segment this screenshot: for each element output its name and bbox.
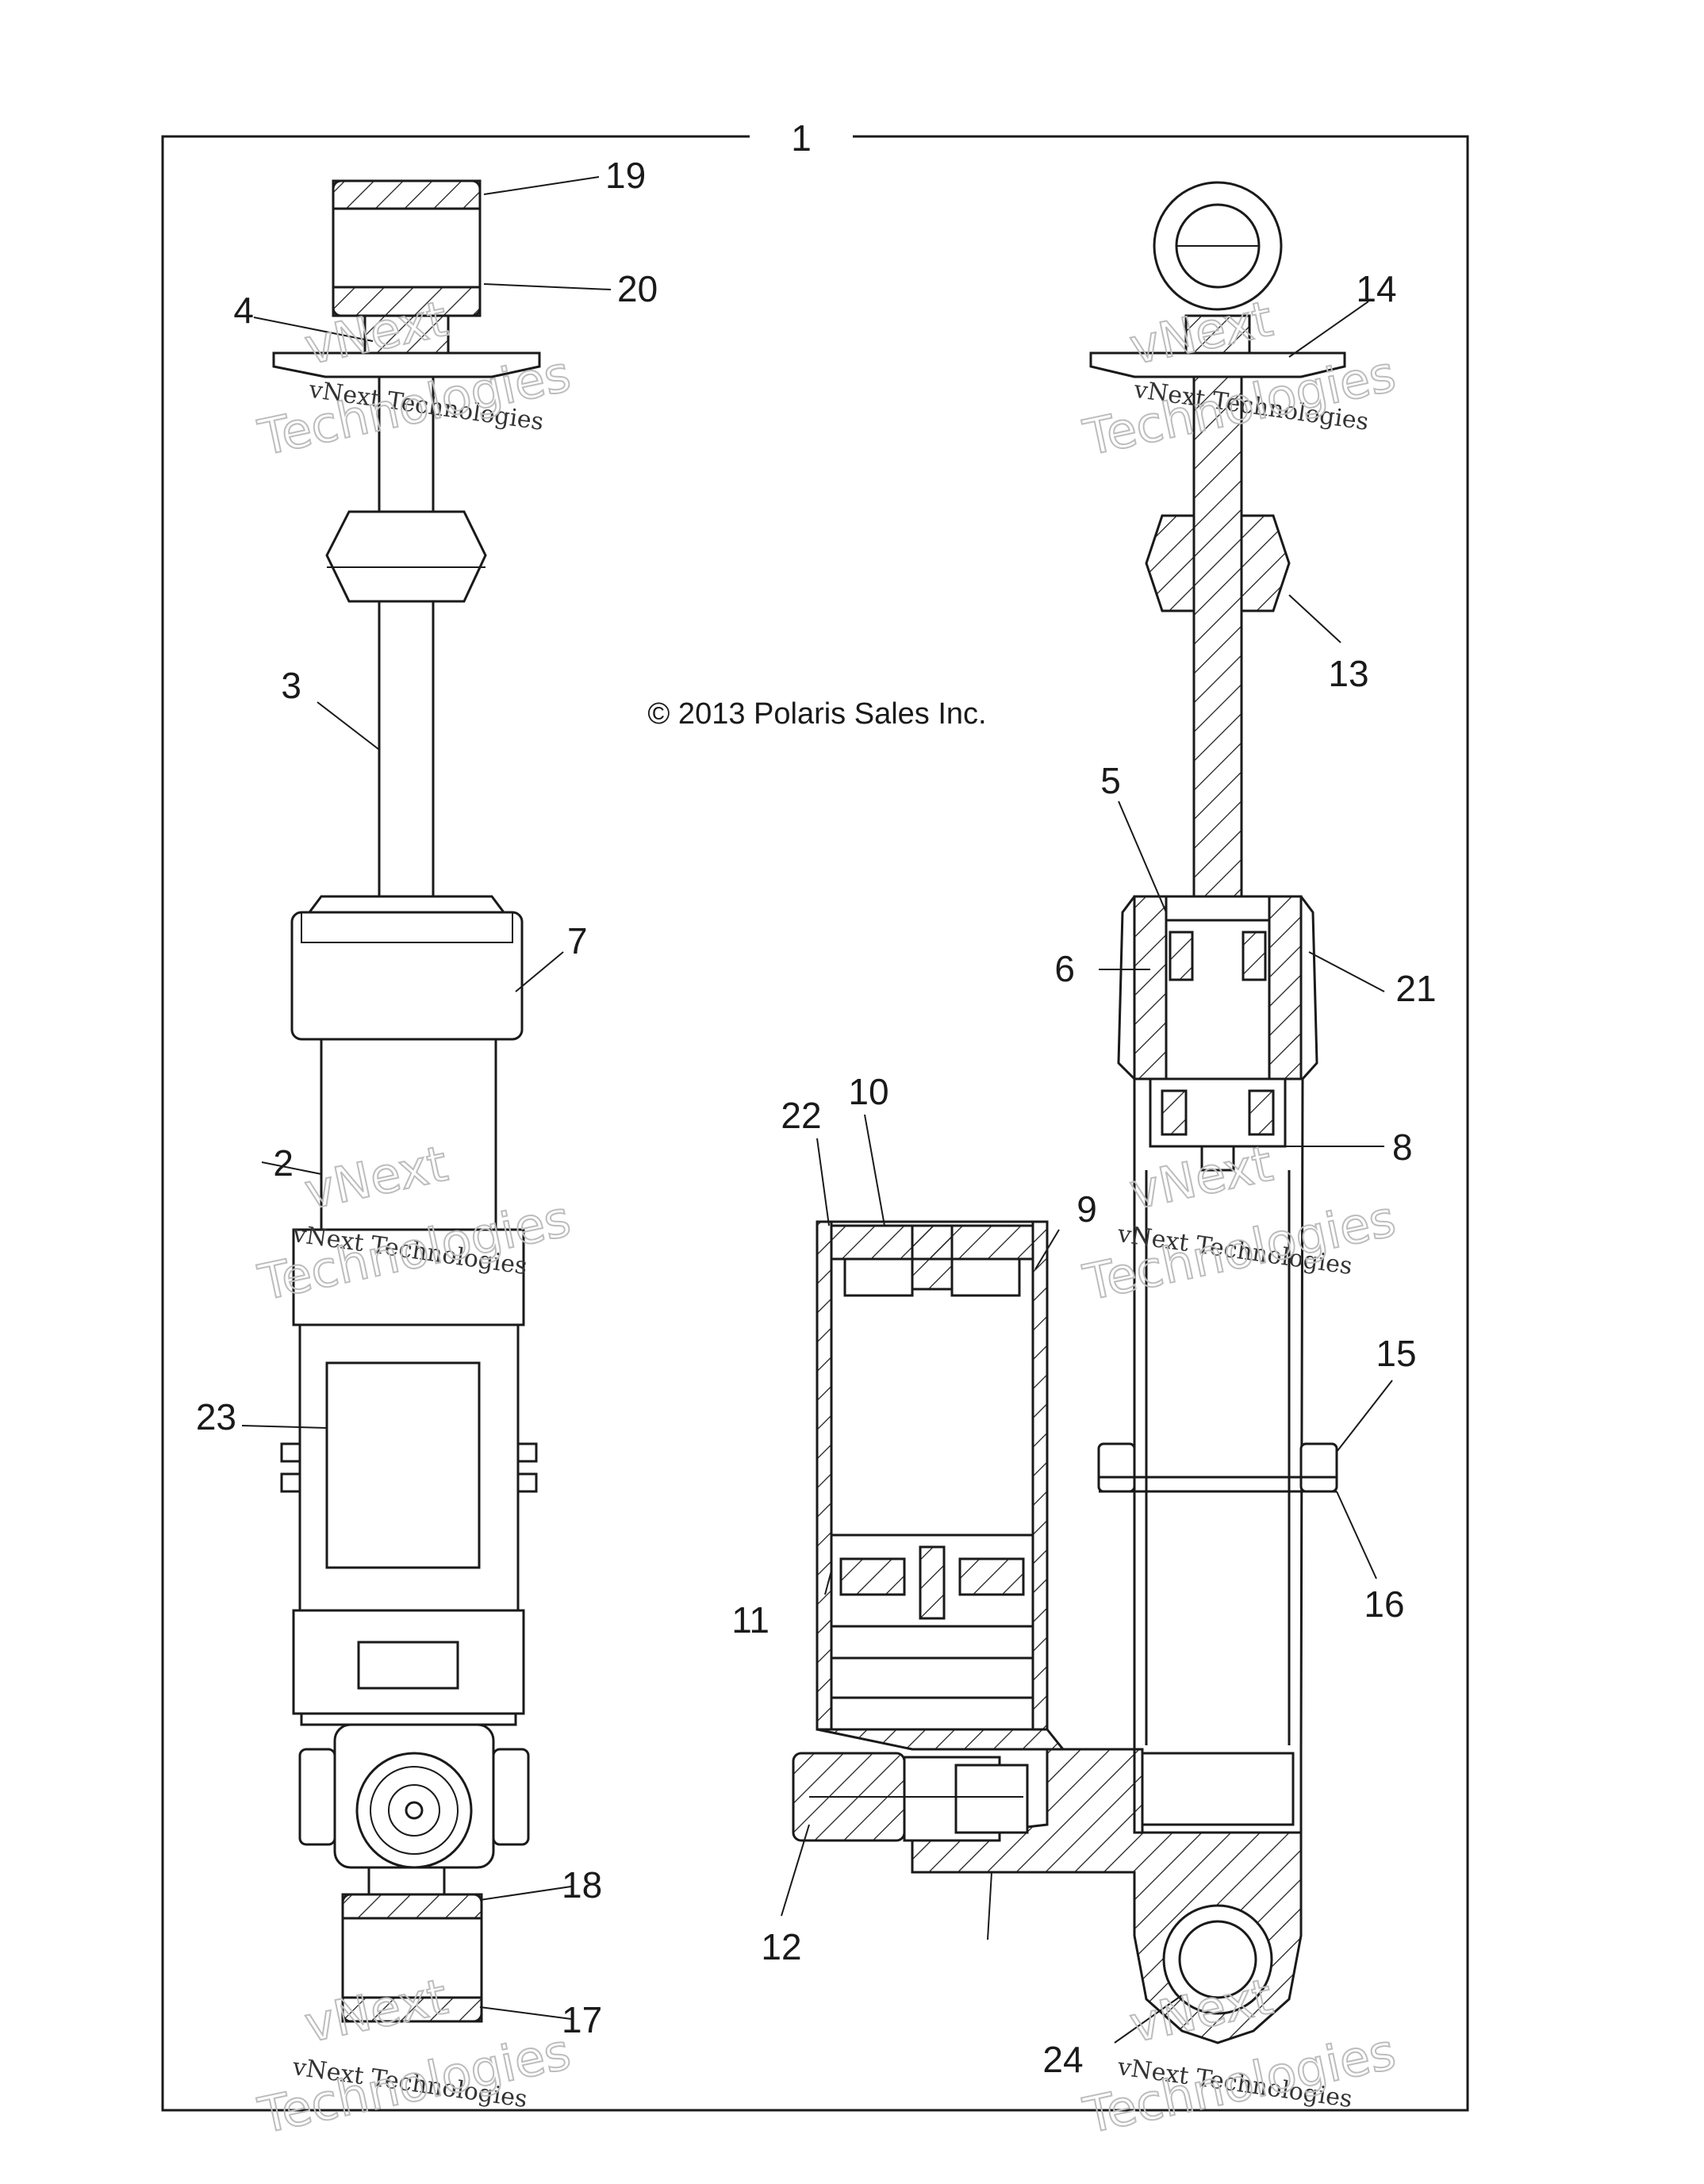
bushing-18 (341, 1893, 483, 1920)
callout-23: 23 (196, 1396, 236, 1437)
bump-stop-13 (1145, 514, 1195, 612)
reservoir-section (792, 1220, 1066, 1940)
callout-24: 24 (1042, 2039, 1083, 2080)
callout-12: 12 (761, 1926, 801, 1967)
callout-16: 16 (1364, 1583, 1404, 1625)
callout-17: 17 (562, 1999, 602, 2040)
callout-19: 19 (605, 155, 646, 196)
left-shock-exterior (272, 179, 541, 2023)
top-spring-seat (272, 351, 541, 378)
bushing-17 (341, 1996, 483, 2023)
callout-7: 7 (567, 920, 588, 961)
callout-14: 14 (1356, 268, 1396, 309)
callout-15: 15 (1376, 1333, 1416, 1374)
right-shock-section (911, 181, 1346, 2044)
callout-6: 6 (1054, 948, 1075, 989)
adjuster-knob (355, 1752, 473, 1869)
watermark-line3: Technologies (1078, 2022, 1400, 2144)
callout-13: 13 (1328, 653, 1368, 694)
leader-lines (241, 176, 1393, 2044)
callout-8: 8 (1392, 1127, 1413, 1168)
watermark-line3: Technologies (253, 2022, 575, 2144)
callout-18: 18 (562, 1864, 602, 1906)
assembly-frame (161, 135, 1469, 2112)
copyright-notice: © 2013 Polaris Sales Inc. (647, 697, 986, 731)
callout-9: 9 (1077, 1188, 1097, 1230)
callout-3: 3 (281, 665, 301, 706)
callouts: 1 2 3 4 5 6 7 8 9 10 11 12 13 14 15 16 1… (196, 117, 1437, 2080)
watermark-line1: vNext (300, 1967, 452, 2054)
callout-20: 20 (617, 268, 658, 309)
callout-1: 1 (791, 117, 812, 159)
bump-stop (325, 510, 487, 603)
callout-2: 2 (273, 1142, 294, 1184)
reservoir-body (816, 1220, 1049, 1731)
callout-11: 11 (731, 1599, 769, 1641)
bushing-20 (332, 286, 482, 317)
bushing-19 (332, 179, 482, 210)
shaft (378, 375, 435, 910)
callout-10: 10 (848, 1071, 888, 1112)
body-top-collar (290, 911, 524, 1041)
callout-21: 21 (1395, 968, 1436, 1009)
callout-22: 22 (781, 1095, 821, 1136)
callout-4: 4 (233, 290, 254, 331)
body-top-cap (307, 895, 506, 914)
label-23 (325, 1361, 481, 1569)
callout-5: 5 (1100, 760, 1121, 801)
top-spring-seat-section (1089, 351, 1346, 378)
